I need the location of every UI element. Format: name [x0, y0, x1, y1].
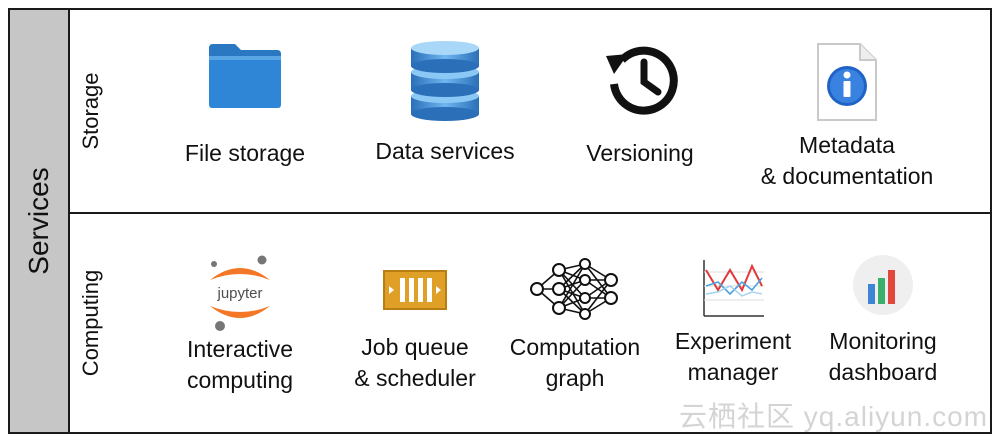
computing-section: Computing jupyter Interactive computing — [70, 214, 990, 432]
computation-graph-label-line2: graph — [545, 365, 605, 391]
interactive-computing-label-line2: computing — [186, 367, 294, 393]
computation-graph-item: Computation graph — [500, 258, 650, 394]
queue-icon — [383, 270, 447, 310]
services-label: Services — [23, 167, 54, 275]
job-queue-item: Job queue & scheduler — [335, 270, 495, 394]
versioning-item: Versioning — [560, 42, 720, 169]
experiment-manager-label-line2: manager — [687, 359, 779, 385]
interactive-computing-item: jupyter Interactive computing — [165, 252, 315, 396]
versioning-label: Versioning — [586, 140, 694, 166]
jupyter-icon: jupyter — [210, 255, 270, 331]
metadata-item: Metadata & documentation — [742, 42, 952, 192]
job-queue-label-line2: & scheduler — [354, 365, 476, 391]
info-document-icon — [817, 43, 877, 121]
services-sidebar: Services — [10, 10, 70, 432]
database-icon — [411, 41, 479, 121]
storage-label: Storage — [78, 72, 103, 150]
metadata-label-line2: & documentation — [760, 163, 934, 189]
interactive-computing-label-line1: Interactive — [186, 336, 294, 362]
computing-label: Computing — [78, 269, 103, 377]
monitoring-dashboard-item: Monitoring dashboard — [808, 252, 958, 388]
data-services-item: Data services — [345, 38, 545, 167]
monitoring-dashboard-label-line2: dashboard — [828, 359, 938, 385]
storage-section: Storage File storage Data servi — [70, 10, 990, 214]
folder-icon — [209, 44, 281, 108]
metadata-label-line1: Metadata — [799, 132, 895, 158]
watermark: 云栖社区 yq.aliyun.com — [679, 401, 988, 432]
computation-graph-label-line1: Computation — [509, 334, 641, 360]
neural-graph-icon — [530, 258, 618, 320]
bar-chart-icon — [853, 255, 913, 315]
file-storage-item: File storage — [165, 40, 325, 169]
line-chart-icon — [703, 260, 764, 317]
experiment-manager-item: Experiment manager — [658, 256, 808, 388]
services-diagram: Services Storage File storage — [8, 8, 992, 434]
computing-section-label-box: Computing — [70, 214, 112, 432]
history-icon — [606, 46, 678, 115]
experiment-manager-label-line1: Experiment — [674, 328, 792, 354]
file-storage-label: File storage — [184, 140, 306, 166]
storage-section-label-box: Storage — [70, 10, 112, 212]
monitoring-dashboard-label-line1: Monitoring — [829, 328, 937, 354]
jupyter-icon-text: jupyter — [216, 285, 262, 302]
data-services-label: Data services — [375, 138, 515, 164]
job-queue-label-line1: Job queue — [361, 334, 469, 360]
